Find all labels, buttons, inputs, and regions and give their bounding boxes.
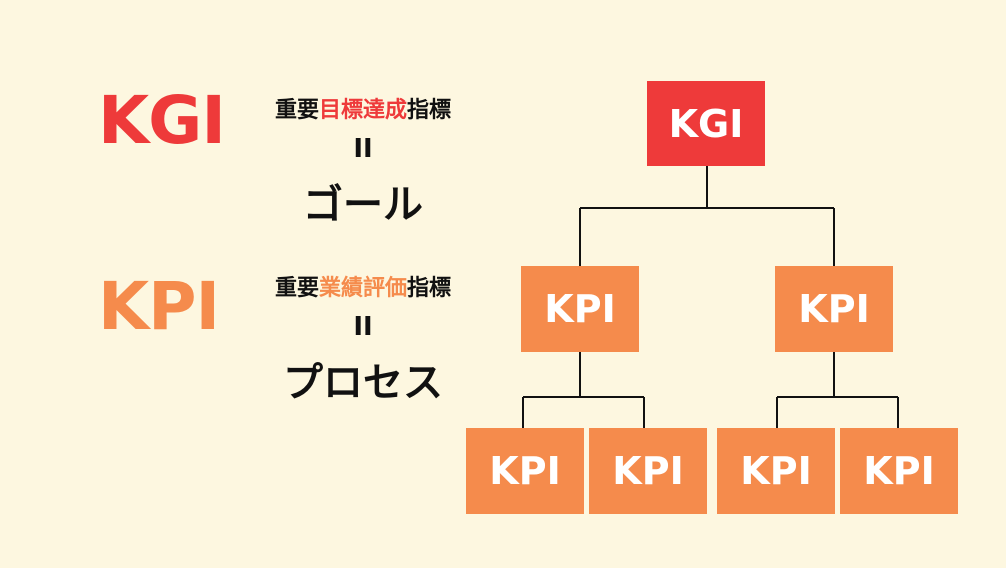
kgi-def-suffix: 指標 xyxy=(407,98,452,123)
kgi-def-prefix: 重要 xyxy=(274,98,319,123)
tree-node-kpi-level3: KPI xyxy=(466,428,584,514)
kpi-heading: KPI xyxy=(98,268,220,345)
kgi-definition-result: ゴール xyxy=(303,182,423,228)
tree-node-kpi-level3: KPI xyxy=(717,428,835,514)
kpi-def-accent: 業績評価 xyxy=(318,276,407,301)
tree-root-kgi: KGI xyxy=(647,81,765,166)
kgi-definition-title: 重要目標達成指標 xyxy=(248,92,478,124)
equals-sign: II xyxy=(353,134,373,164)
kgi-def-accent: 目標達成 xyxy=(318,98,407,123)
kpi-definition: 重要業績評価指標 II プロセス xyxy=(248,270,478,408)
tree-node-kpi-level3: KPI xyxy=(840,428,958,514)
kpi-definition-result: プロセス xyxy=(283,360,443,406)
tree-node-kpi-level2: KPI xyxy=(521,266,639,352)
kpi-definition-title: 重要業績評価指標 xyxy=(248,270,478,302)
kpi-def-suffix: 指標 xyxy=(407,276,452,301)
equals-sign: II xyxy=(353,312,373,342)
tree-node-kpi-level3: KPI xyxy=(589,428,707,514)
kpi-def-prefix: 重要 xyxy=(274,276,319,301)
kgi-definition: 重要目標達成指標 II ゴール xyxy=(248,92,478,230)
kgi-heading: KGI xyxy=(98,82,226,159)
tree-node-kpi-level2: KPI xyxy=(775,266,893,352)
